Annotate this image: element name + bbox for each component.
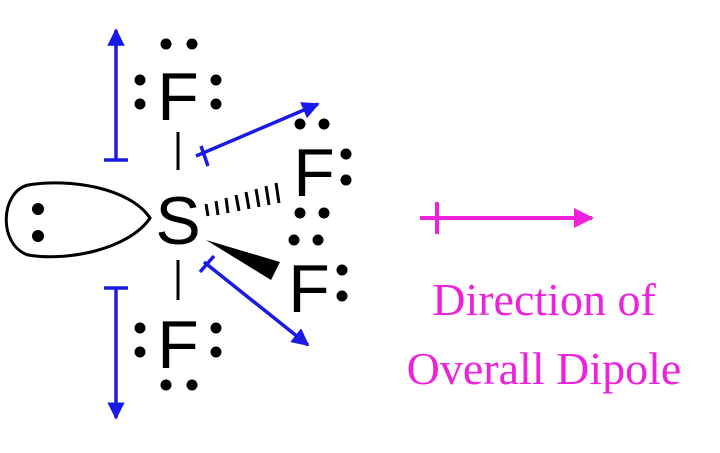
caption-line-2: Overall Dipole (407, 343, 682, 394)
atom-sulfur: S (155, 183, 200, 259)
caption-line-1: Direction of (432, 274, 656, 325)
overall-dipole-arrow (420, 202, 594, 234)
bonds (176, 132, 281, 300)
lone-pair-orbital (4, 181, 152, 259)
wedge-bond (206, 240, 280, 280)
dipole-arrow-up (104, 28, 128, 162)
atom-fluorine-wedge: F (288, 251, 330, 327)
dipole-arrow-down (104, 286, 128, 420)
fluorine-lone-pairs (134, 38, 352, 391)
atom-fluorine-top: F (157, 59, 199, 135)
atom-fluorine-hashed: F (293, 135, 335, 211)
atom-fluorine-bottom: F (157, 307, 199, 383)
dipole-arrow-lower-right (198, 254, 310, 347)
dipole-arrow-upper-right (195, 102, 320, 167)
bond-dipole-arrows (104, 28, 320, 420)
hashed-bond (204, 182, 281, 217)
